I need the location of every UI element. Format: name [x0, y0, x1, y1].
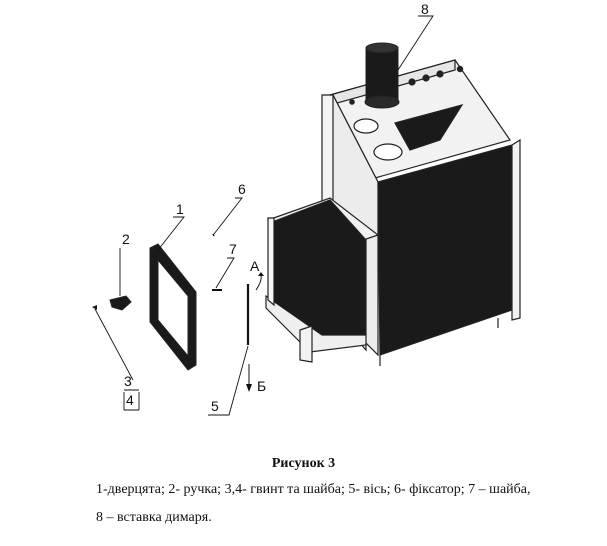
direction-label-b: Б [257, 378, 266, 394]
leader-6 [213, 197, 243, 235]
screw [92, 305, 97, 310]
callout-1: 1 [176, 201, 184, 217]
rim-hole [436, 70, 444, 78]
chimney-base [364, 95, 400, 109]
callout-6: 6 [238, 181, 246, 197]
direction-label-a: A [250, 258, 260, 274]
rim-hole [456, 65, 464, 73]
stove-front-edge [511, 138, 521, 321]
callout-4: 4 [126, 392, 134, 408]
firebox-bottom-lip [265, 294, 367, 353]
arrow-a-head [258, 272, 264, 276]
callout-2: 2 [122, 231, 130, 247]
figure-legend-line-2: 8 – вставка димаря. [96, 510, 212, 525]
rim-hole [422, 74, 430, 82]
chimney-insert [364, 42, 400, 109]
figure-caption-title: Рисунок 3 [271, 456, 336, 471]
top-hole-1 [353, 118, 379, 134]
callout-7: 7 [229, 241, 237, 257]
arrow-b-head [246, 384, 252, 392]
firebox-tunnel [265, 197, 380, 363]
stove-front-dark [377, 144, 513, 356]
top-hole-2 [373, 143, 403, 161]
firebox-left-flange [267, 217, 275, 307]
leader-lines [94, 15, 434, 416]
rim-hole [408, 78, 416, 86]
figure-legend-line-1: 1-дверцята; 2- ручка; 3,4- гвинт та шайб… [96, 482, 531, 497]
arrow-a-icon [255, 275, 262, 291]
stove-exploded-diagram: 8 1 2 6 7 3 4 5 A Б [92, 1, 521, 416]
callout-8: 8 [421, 1, 429, 17]
rim-hole [349, 99, 355, 105]
fixator [212, 233, 215, 237]
firebox-lower-flange [299, 325, 313, 363]
callout-5: 5 [211, 398, 219, 414]
chimney-pipe [365, 47, 399, 103]
door-glass [157, 258, 189, 358]
leader-1 [157, 216, 185, 251]
callout-3: 3 [124, 373, 132, 389]
chimney-top [365, 42, 399, 54]
handle [109, 295, 132, 311]
door [149, 243, 197, 371]
leader-7 [215, 257, 235, 289]
leader-3-4 [94, 308, 140, 411]
leader-5 [208, 345, 249, 416]
stove-top-opening [394, 104, 464, 151]
leader-8 [397, 15, 434, 71]
